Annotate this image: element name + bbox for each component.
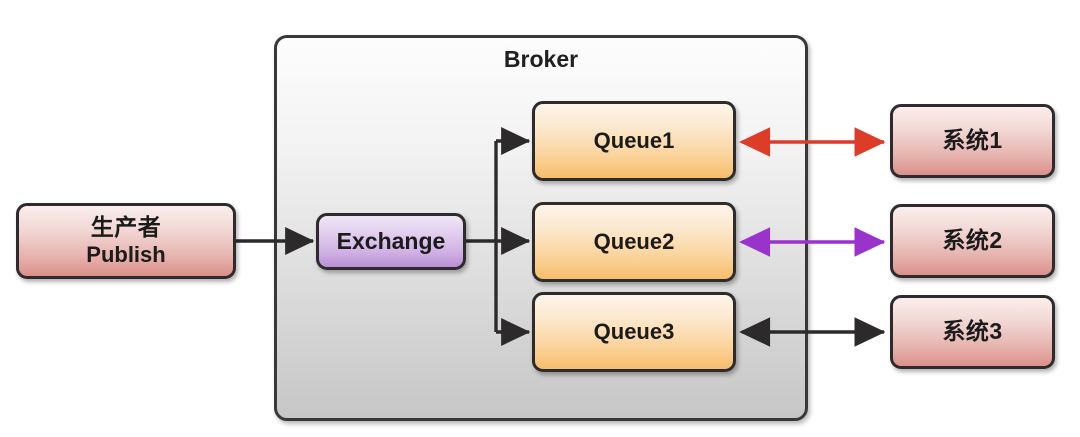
producer-node: 生产者 Publish — [16, 203, 236, 279]
queue3-label: Queue3 — [593, 319, 675, 345]
exchange-label: Exchange — [336, 227, 446, 254]
exchange-node: Exchange — [316, 213, 466, 270]
system2-node: 系统2 — [890, 204, 1055, 278]
producer-label-en: Publish — [86, 241, 166, 267]
queue2-label: Queue2 — [593, 229, 675, 255]
system3-label: 系统3 — [942, 318, 1003, 345]
system2-label: 系统2 — [942, 227, 1003, 254]
queue1-label: Queue1 — [593, 128, 675, 154]
producer-label-cn: 生产者 — [90, 214, 162, 241]
system1-label: 系统1 — [942, 127, 1003, 154]
system3-node: 系统3 — [890, 295, 1055, 369]
queue3-node: Queue3 — [532, 292, 736, 372]
broker-title: Broker — [503, 46, 579, 72]
system1-node: 系统1 — [890, 104, 1055, 178]
queue1-node: Queue1 — [532, 101, 736, 181]
queue2-node: Queue2 — [532, 202, 736, 282]
